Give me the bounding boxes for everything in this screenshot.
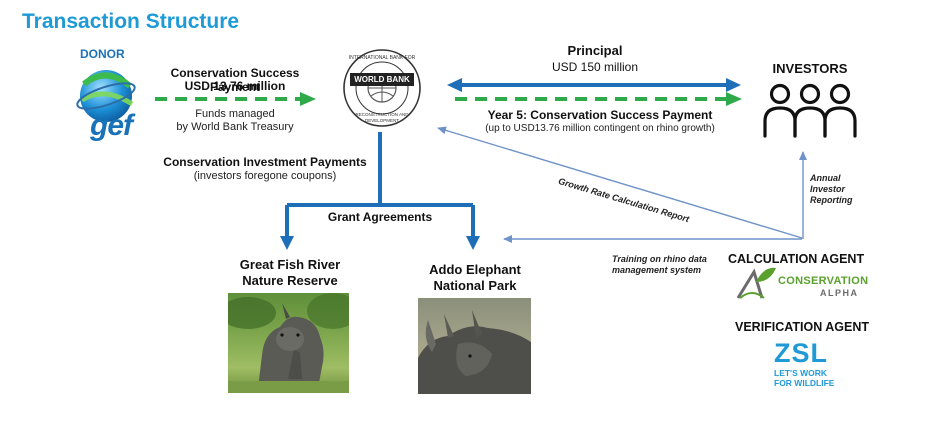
zsl-logo-name: ZSL: [774, 338, 828, 368]
principal-amount: USD 150 million: [551, 60, 639, 74]
grant-agreements-label: Grant Agreements: [327, 210, 433, 224]
annual-reporting-line1: Annual: [810, 173, 841, 183]
verification-agent-label: VERIFICATION AGENT: [735, 320, 870, 334]
world-bank-seal-name: WORLD BANK: [354, 75, 410, 84]
principal-double-arrow: [447, 78, 741, 92]
addo-line1: Addo Elephant: [429, 262, 521, 277]
principal-title: Principal: [567, 43, 623, 58]
funds-managed-line2: by World Bank Treasury: [176, 121, 294, 133]
success-payment-title: Conservation Success Payment: [170, 66, 300, 94]
zsl-tagline-line1: LET'S WORK: [774, 368, 828, 378]
training-line2: management system: [612, 265, 702, 275]
page-title: Transaction Structure: [22, 10, 240, 33]
calculation-agent-label: CALCULATION AGENT: [728, 252, 865, 266]
great-fish-line2: Nature Reserve: [242, 273, 338, 288]
investors-icon: [763, 83, 857, 138]
conservation-alpha-name: CONSERVATION: [778, 275, 869, 287]
world-bank-seal-bottom: RECONSTRUCTION AND DEVELOPMENT: [355, 112, 409, 123]
gef-logo-text: gef: [90, 109, 133, 142]
addo-rhino-photo: [418, 298, 531, 394]
training-line1: Training on rhino data: [612, 254, 707, 264]
addo-line2: National Park: [433, 278, 517, 293]
zsl-logo: ZSL LET'S WORK FOR WILDLIFE: [768, 338, 846, 390]
great-fish-line1: Great Fish River: [239, 257, 341, 272]
investment-payments-tree: [280, 132, 480, 250]
year5-payment-arrow: [455, 92, 742, 106]
investment-payments-title: Conservation Investment Payments: [163, 155, 367, 169]
funds-managed-line1: Funds managed: [195, 108, 275, 120]
great-fish-rhino-photo: [228, 293, 349, 393]
conservation-alpha-sub: ALPHA: [820, 288, 859, 298]
zsl-tagline-line2: FOR WILDLIFE: [774, 378, 835, 388]
year5-title: Year 5: Conservation Success Payment: [487, 108, 713, 122]
conservation-alpha-icon: [736, 267, 776, 299]
donor-label: DONOR: [80, 47, 125, 61]
success-payment-amount: USD 13.76 million: [184, 79, 286, 93]
annual-reporting-line3: Reporting: [810, 195, 853, 205]
investment-payments-note: (investors foregone coupons): [193, 170, 337, 182]
world-bank-seal-top: INTERNATIONAL BANK FOR: [348, 55, 416, 61]
annual-reporting-line2: Investor: [810, 184, 846, 194]
world-bank-seal-icon: [343, 49, 421, 127]
year5-note: (up to USD13.76 million contingent on rh…: [485, 123, 715, 134]
investors-label: INVESTORS: [772, 61, 848, 76]
growth-report-arrow: [437, 126, 803, 239]
gef-globe-icon: [76, 70, 136, 122]
success-payment-arrow: [155, 92, 316, 106]
